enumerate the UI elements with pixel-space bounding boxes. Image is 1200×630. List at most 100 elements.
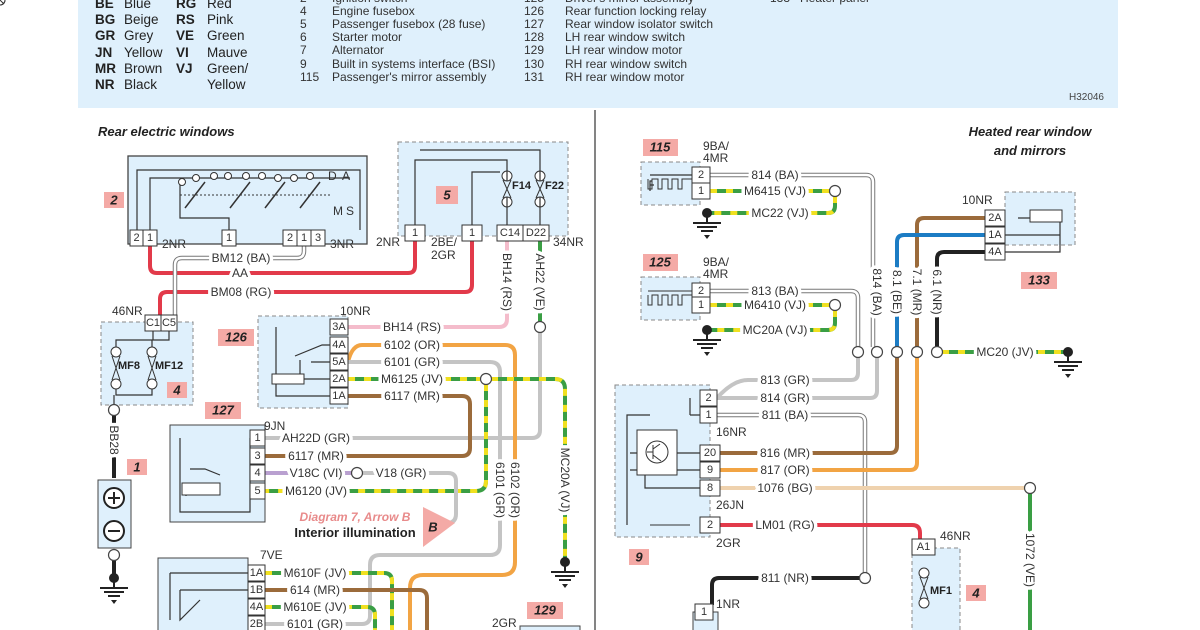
connector-pin: 2A: [984, 209, 1006, 227]
badge-129: 129: [534, 603, 556, 618]
wire-label: MC20 (JV): [976, 345, 1033, 359]
internal-circuit: [169, 572, 248, 622]
wire-label: AH22D (GR): [282, 431, 350, 445]
fuse-icon: [0, 0, 6, 6]
wire-814-ba: [710, 172, 876, 347]
pin-label: 1: [469, 227, 475, 239]
arrow-reference: Diagram 7, Arrow B: [300, 510, 411, 524]
legend-component-name: Starter motor: [332, 30, 403, 45]
pin-label: 4: [254, 467, 260, 479]
fuse-label: MF1: [930, 585, 952, 597]
legend-colour-code: MR: [95, 60, 116, 76]
connector-label: 10NR: [962, 193, 993, 207]
wire-label: 813 (BA): [751, 284, 798, 298]
junction-node: [870, 345, 884, 359]
wire-label: MC20A (VJ): [558, 448, 572, 513]
legend-colour-code: BE: [95, 0, 114, 11]
legend-component-num: 133: [770, 0, 790, 5]
pin-label: 2: [287, 232, 293, 244]
pin-label: 1B: [250, 584, 263, 596]
wire-6-1: [935, 250, 985, 347]
wire-6117: [265, 394, 472, 458]
connector-label: 26JN: [716, 498, 744, 512]
pin-label: 1A: [250, 567, 264, 579]
connector-label: 9BA/: [703, 139, 730, 153]
wire-label: M6120 (JV): [285, 484, 347, 498]
pin-label: C1: [146, 317, 160, 329]
legend-colour-code: JN: [95, 44, 113, 60]
wire-8-1: [895, 233, 985, 347]
arrow-b-icon[interactable]: [423, 507, 455, 547]
switch-contact: [306, 172, 314, 180]
wire-label: LM01 (RG): [755, 518, 814, 532]
legend-component-name: Heater panel: [800, 0, 869, 5]
transistor-icon: [645, 440, 669, 464]
pin-label: 2: [133, 232, 139, 244]
connector-pin: C5: [160, 314, 178, 332]
wire-label: 1076 (BG): [757, 481, 812, 495]
wire-label: 7.1 (MR): [910, 269, 924, 316]
pin-label: 2A: [988, 212, 1002, 224]
wire-mc22: [707, 196, 837, 215]
internal-circuit: [149, 177, 350, 232]
junction-nodes: [100, 184, 1082, 604]
switch-contact: [274, 174, 282, 182]
connector-label: 7VE: [260, 548, 283, 562]
junction-node: [858, 571, 872, 585]
legend-component-name: LH rear window switch: [565, 30, 686, 45]
legend-colour-name2: Green/: [207, 60, 249, 76]
fuse-label: MF8: [118, 360, 140, 372]
wire-label: 6102 (OR): [508, 462, 522, 518]
connector-label: 4MR: [703, 151, 729, 165]
heater-element-icon: [647, 178, 692, 190]
legend-component-name: RH rear window motor: [565, 69, 685, 84]
connector-pin: 4: [249, 464, 266, 482]
pin-label: 2A: [332, 373, 346, 385]
legend-colour-code2: VE: [176, 28, 195, 44]
legend-colour-name: Blue: [124, 0, 152, 11]
wire-label: MC22 (VJ): [751, 206, 808, 220]
left-diagram-title: Rear electric windows: [98, 124, 235, 139]
fuse-label: F22: [545, 180, 564, 192]
isolator-indicator-icon: [181, 482, 221, 496]
pin-label: 1: [698, 185, 704, 197]
wire-label: 6102 (OR): [384, 338, 440, 352]
switch-contact: [242, 172, 250, 180]
connector-label: 9JN: [264, 419, 285, 433]
connector-label: 2NR: [162, 237, 186, 251]
legend-component-name: Passenger's mirror assembly: [332, 69, 487, 84]
connector-pin: 2B: [247, 615, 266, 630]
junction-node: [828, 298, 842, 312]
connector-label: 3NR: [330, 237, 354, 251]
wire-label: BB28: [107, 425, 121, 455]
wire-6101: [265, 360, 502, 626]
legend-colour-name2: Green: [207, 28, 245, 44]
legend-colour-name: Grey: [124, 28, 154, 44]
wire-labels: BM12 (BA) AA BM08 (RG) BH14 (RS) AH22 (V…: [104, 165, 1041, 630]
pin-label: 3: [254, 450, 260, 462]
legend-colour-name: Yellow: [124, 44, 163, 60]
pin-label: 2B: [250, 618, 263, 630]
pin-label: 4A: [332, 339, 346, 351]
junction-node: [890, 345, 904, 359]
fuse-label: F14: [512, 180, 532, 192]
wire-814-gr: [717, 357, 879, 400]
wire-label: AA: [232, 266, 248, 280]
connector-pin: 4A: [329, 336, 349, 354]
badge-9: 9: [635, 550, 643, 565]
wire-label: 814 (GR): [760, 391, 809, 405]
badge-115: 115: [650, 140, 671, 155]
pin-label: 3A: [332, 321, 346, 333]
pin-label: 1: [301, 232, 307, 244]
mirror-115-box: [640, 161, 701, 206]
junction-node: [910, 345, 924, 359]
connector-pin: 4A: [247, 598, 266, 616]
wire-label: BM08 (RG): [211, 285, 272, 299]
connector-pin: C14: [496, 224, 524, 242]
connector-label: 2GR: [431, 248, 456, 262]
wire-817: [720, 357, 919, 472]
pin-label: 1: [705, 409, 711, 421]
wire-811-nr: [710, 576, 860, 605]
right-diagram-title-line1: Heated rear window: [969, 124, 1093, 139]
